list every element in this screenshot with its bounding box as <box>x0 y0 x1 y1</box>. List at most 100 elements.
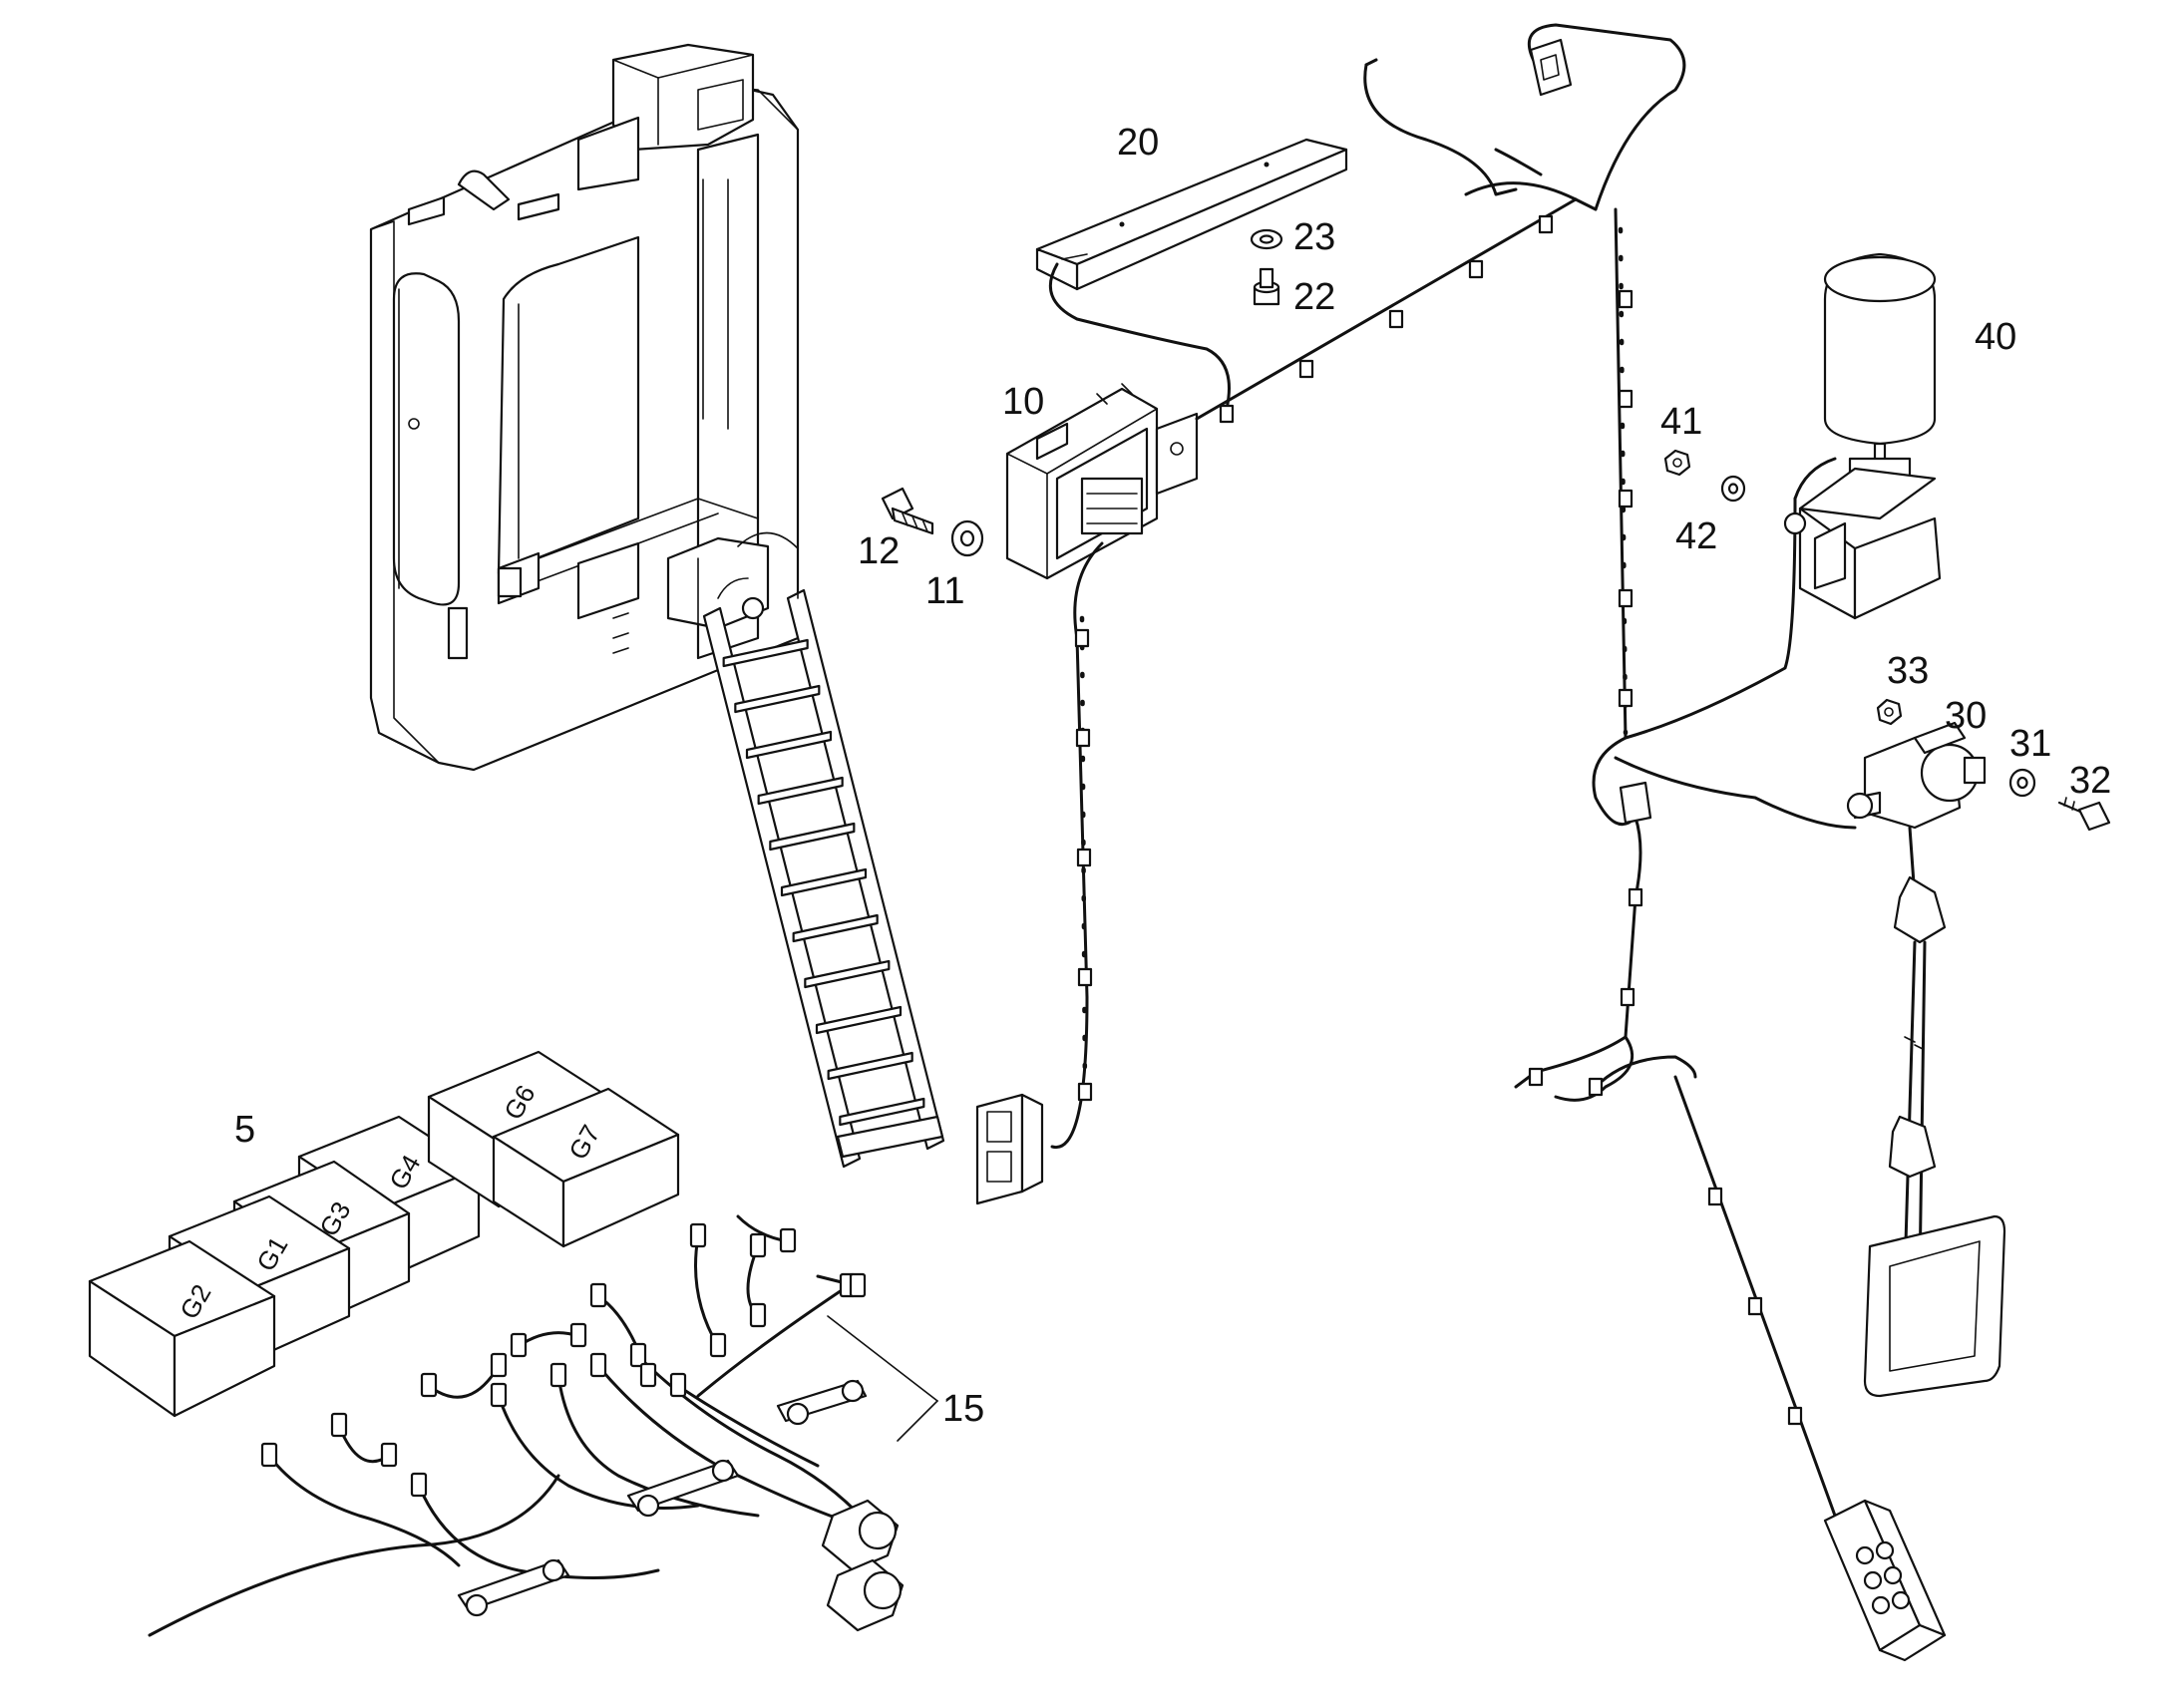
ladder-rung <box>769 822 856 852</box>
callout-20: 20 <box>1117 122 1159 164</box>
interior-light-strip <box>1035 138 1348 291</box>
callout-labels: 5 10 11 12 15 20 22 23 30 31 32 33 40 41… <box>234 122 2111 1430</box>
cable-lug <box>669 1372 687 1398</box>
callout-30: 30 <box>1945 695 1987 737</box>
main-wiring-harness <box>975 23 1887 1537</box>
harness-clip <box>1538 214 1554 234</box>
ladder-rung <box>757 776 844 806</box>
cabin-frame <box>369 43 800 772</box>
ladder-rung <box>792 913 879 943</box>
warning-beacon <box>1783 252 1942 620</box>
callout-40: 40 <box>1975 316 2016 358</box>
callout-41: 41 <box>1660 401 1702 443</box>
harness-clip <box>1618 688 1634 708</box>
pendant-button <box>1871 1595 1891 1615</box>
callout-10: 10 <box>1002 381 1044 423</box>
cable-lug <box>569 1322 587 1348</box>
cable-lug <box>589 1282 607 1308</box>
battery-g2: G2 <box>88 1239 276 1418</box>
cable-lug <box>709 1332 727 1358</box>
ladder-rung <box>722 638 809 668</box>
screw-22 <box>1253 267 1280 306</box>
harness-clip <box>1747 1296 1763 1316</box>
cable-lug <box>849 1272 867 1298</box>
callout-31: 31 <box>2009 723 2051 765</box>
harness-clip <box>1787 1406 1803 1426</box>
harness-clip <box>1076 848 1092 867</box>
cable-lug <box>490 1352 508 1378</box>
battery-set: G4 G3 G1 G2 G6 <box>88 1050 680 1418</box>
cable-lug <box>410 1472 428 1498</box>
ladder-rung <box>734 684 821 714</box>
washer-42 <box>1720 475 1746 503</box>
callout-5: 5 <box>234 1109 255 1151</box>
electrical-control-box <box>1005 383 1199 580</box>
harness-clip <box>1628 887 1643 907</box>
harness-clip <box>1388 309 1404 329</box>
harness-clip <box>1074 628 1090 648</box>
pendant-cable-assembly <box>1863 826 2006 1398</box>
screw-12 <box>881 487 934 535</box>
cable-lug <box>330 1412 348 1438</box>
cable-lug <box>779 1227 797 1253</box>
callout-33: 33 <box>1887 650 1929 692</box>
cable-lug <box>260 1442 278 1468</box>
cable-lug <box>490 1382 508 1408</box>
cable-lug <box>639 1362 657 1388</box>
pendant-button <box>1855 1545 1875 1565</box>
harness-clip <box>1077 1082 1093 1102</box>
harness-clip <box>1298 359 1314 379</box>
cable-lug <box>549 1362 567 1388</box>
ladder-rung <box>780 867 868 897</box>
harness-clip <box>1618 489 1634 509</box>
cable-lug <box>689 1222 707 1248</box>
screw-32 <box>2057 797 2111 832</box>
callout-15: 15 <box>942 1388 984 1430</box>
battery-connector-lower <box>826 1558 905 1632</box>
harness-clip <box>1077 967 1093 987</box>
battery-g7: G7 <box>492 1087 680 1248</box>
harness-clip <box>1707 1187 1723 1206</box>
pendant-button <box>1875 1540 1895 1560</box>
washer-23 <box>1250 228 1283 250</box>
harness-switch <box>1619 781 1652 825</box>
harness-clip <box>1219 404 1235 424</box>
callout-23: 23 <box>1293 216 1335 258</box>
pendant-button <box>1891 1590 1911 1610</box>
ladder-rung <box>804 959 891 989</box>
callout-32: 32 <box>2069 760 2111 802</box>
cable-lug <box>629 1342 647 1368</box>
ladder-rung <box>745 730 833 760</box>
battery-connector-upper <box>821 1499 900 1572</box>
harness-clip <box>1528 1067 1544 1087</box>
harness-clip <box>1588 1077 1604 1097</box>
nut-33 <box>1876 698 1903 726</box>
harness-clip <box>1620 987 1635 1007</box>
harness-clip <box>1468 259 1484 279</box>
access-ladder <box>702 531 945 1169</box>
harness-clip <box>1618 289 1634 309</box>
battery-cable-set <box>148 1214 938 1637</box>
cable-lug <box>420 1372 438 1398</box>
rotary-switch <box>1846 721 1987 830</box>
washer-11 <box>950 519 984 557</box>
harness-clip <box>1618 389 1634 409</box>
cable-lug <box>749 1232 767 1258</box>
pendant-button <box>1863 1570 1883 1590</box>
pendant-button <box>1883 1565 1903 1585</box>
ladder-rung <box>839 1097 925 1127</box>
remote-control-pendant <box>1823 1499 1947 1662</box>
cable-lug <box>749 1302 767 1328</box>
callout-11: 11 <box>925 570 964 612</box>
cable-lug <box>510 1332 528 1358</box>
harness-clip <box>1075 728 1091 748</box>
ladder-rung <box>827 1051 913 1081</box>
ladder-rung <box>815 1005 903 1035</box>
nut-41 <box>1663 449 1691 477</box>
harness-clip <box>1618 588 1634 608</box>
cable-lug <box>589 1352 607 1378</box>
callout-22: 22 <box>1293 276 1335 318</box>
harness-socket <box>975 1093 1044 1205</box>
roof-switch <box>1529 38 1573 97</box>
